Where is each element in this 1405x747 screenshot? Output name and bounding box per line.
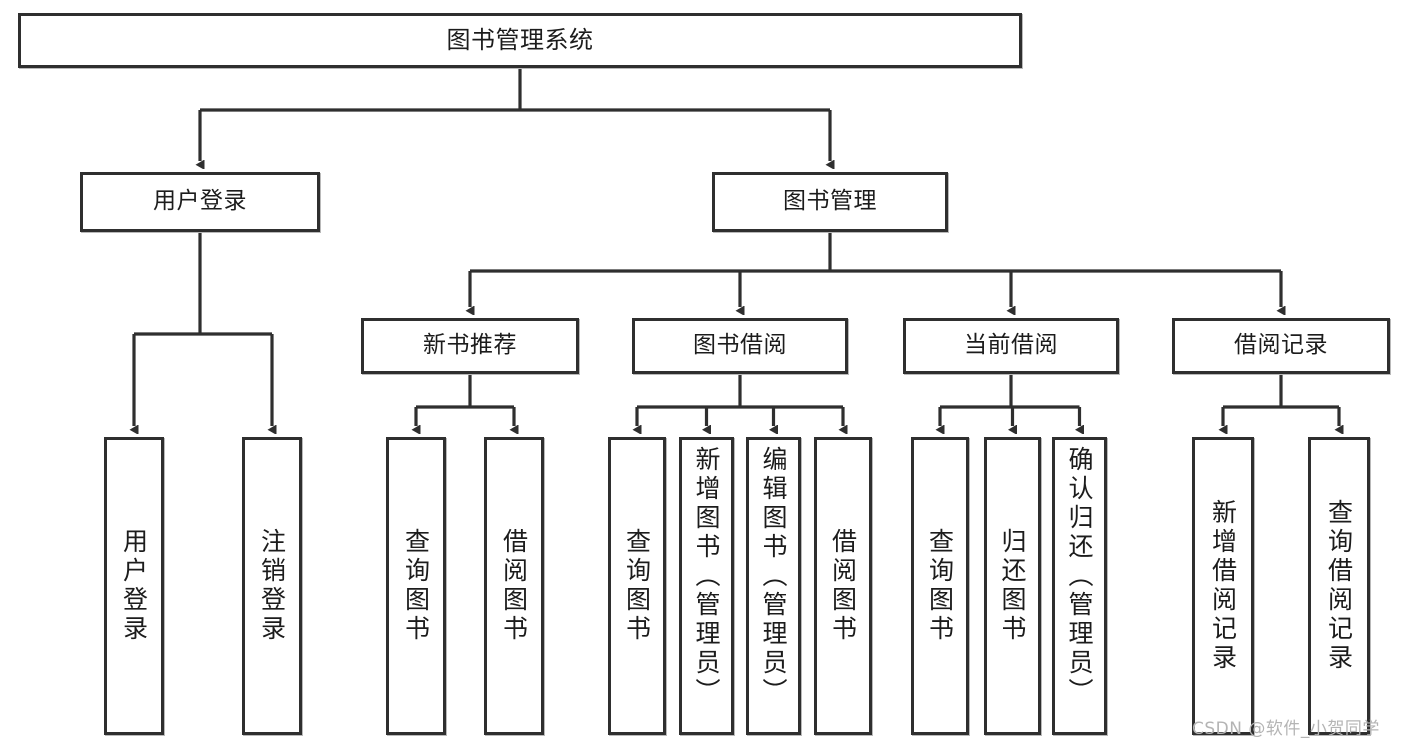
node-label: 图书管理: [783, 188, 877, 215]
node-leaf-7[interactable]: 编辑图书（管理员）: [746, 437, 801, 735]
node-label: 查询图书: [925, 528, 955, 644]
node-leaf-1[interactable]: 用户登录: [104, 437, 164, 735]
node-leaf-2[interactable]: 注销登录: [242, 437, 302, 735]
node-label: 图书管理系统: [446, 26, 594, 55]
node-label: 注销登录: [257, 528, 287, 644]
node-leaf-12[interactable]: 新增借阅记录: [1192, 437, 1254, 735]
node-leaf-6[interactable]: 新增图书（管理员）: [679, 437, 734, 735]
node-label: 当前借阅: [964, 332, 1058, 359]
node-leaf-11[interactable]: 确认归还（管理员）: [1052, 437, 1107, 735]
node-label: 确认归还（管理员）: [1065, 446, 1094, 707]
node-label: 编辑图书（管理员）: [759, 446, 788, 707]
node-label: 新增借阅记录: [1208, 499, 1238, 673]
node-label: 新增图书（管理员）: [692, 446, 721, 707]
node-leaf-5[interactable]: 查询图书: [608, 437, 666, 735]
node-label: 查询借阅记录: [1324, 499, 1354, 673]
node-label: 新书推荐: [423, 332, 517, 359]
watermark-text: CSDN @软件_小贺同学: [1192, 719, 1380, 739]
node-label: 图书借阅: [693, 332, 787, 359]
node-label: 查询图书: [401, 528, 431, 644]
node-leaf-8[interactable]: 借阅图书: [814, 437, 872, 735]
node-leaf-3[interactable]: 查询图书: [386, 437, 446, 735]
node-label: 查询图书: [622, 528, 652, 644]
node-label: 归还图书: [998, 528, 1027, 644]
node-leaf-13[interactable]: 查询借阅记录: [1308, 437, 1370, 735]
node-current[interactable]: 当前借阅: [903, 318, 1119, 374]
node-label: 用户登录: [153, 188, 247, 215]
node-label: 借阅记录: [1234, 332, 1328, 359]
node-leaf-9[interactable]: 查询图书: [911, 437, 969, 735]
node-borrow[interactable]: 图书借阅: [632, 318, 848, 374]
node-login[interactable]: 用户登录: [80, 172, 320, 232]
node-records[interactable]: 借阅记录: [1172, 318, 1390, 374]
node-root[interactable]: 图书管理系统: [18, 13, 1022, 68]
node-label: 借阅图书: [499, 528, 529, 644]
node-leaf-10[interactable]: 归还图书: [984, 437, 1041, 735]
node-label: 借阅图书: [828, 528, 858, 644]
node-newbook[interactable]: 新书推荐: [361, 318, 579, 374]
node-bookmgmt[interactable]: 图书管理: [712, 172, 948, 232]
node-label: 用户登录: [119, 528, 149, 644]
node-leaf-4[interactable]: 借阅图书: [484, 437, 544, 735]
